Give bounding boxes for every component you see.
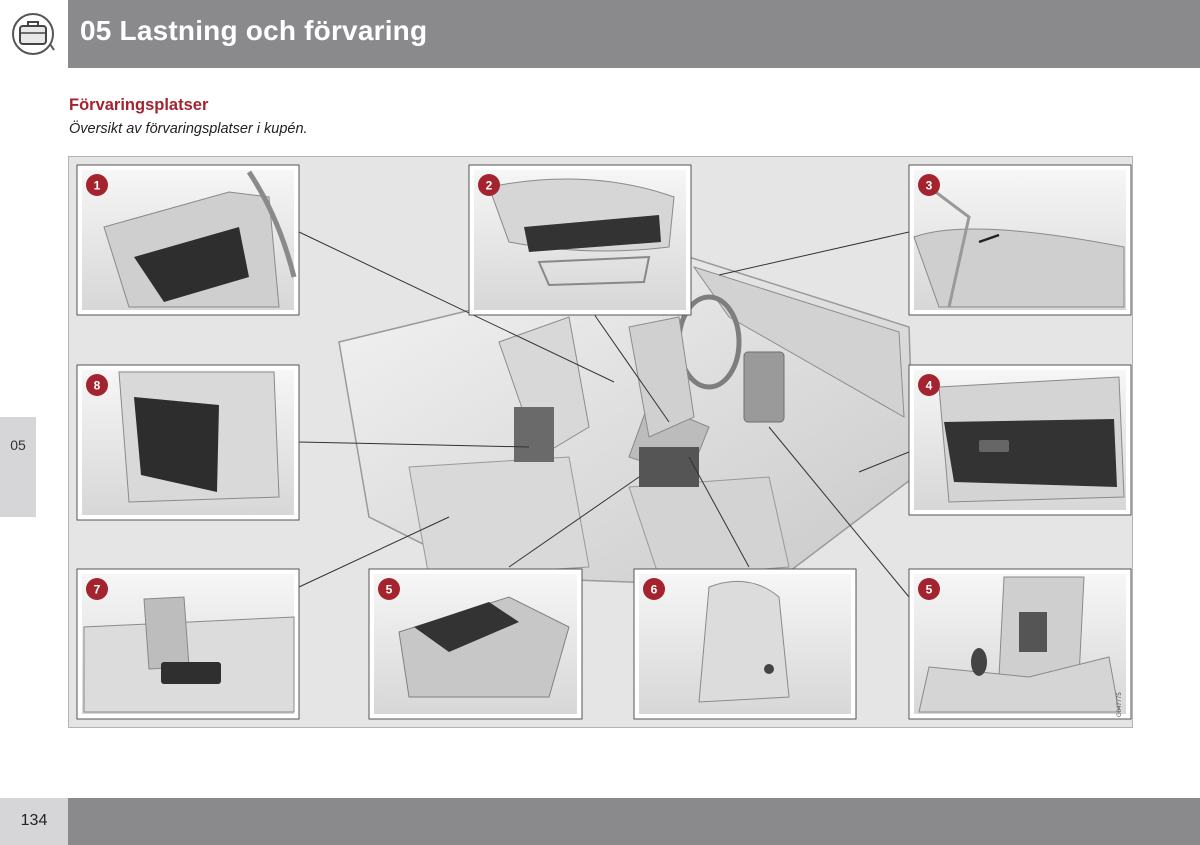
chapter-header: 05 Lastning och förvaring (0, 0, 1200, 68)
callout-badge-7 (86, 578, 108, 600)
panel-5-tunnel-console: 5 (368, 568, 583, 720)
page-number-box: 134 (0, 798, 68, 845)
panel-1-door-pocket: 1 (76, 164, 300, 316)
interior-illustration: 1 2 3 8 (76, 164, 1132, 720)
chapter-side-tab: 05 (0, 417, 36, 517)
callout-badge-5b (918, 578, 940, 600)
callout-badge-6 (643, 578, 665, 600)
suitcase-icon (12, 13, 55, 55)
callout-label-3: 3 (926, 179, 933, 193)
panel-4-glovebox: 4 (908, 364, 1132, 516)
callout-badge-2 (478, 174, 500, 196)
callout-badge-4 (918, 374, 940, 396)
panel-8-seat-back-pocket: 8 (76, 364, 300, 521)
chapter-icon-box (0, 0, 68, 68)
callout-label-1: 1 (94, 179, 101, 193)
section-subtitle: Översikt av förvaringsplatser i kupén. (69, 121, 308, 137)
callout-badge-8 (86, 374, 108, 396)
callout-label-4: 4 (926, 379, 933, 393)
callout-label-5b: 5 (926, 583, 933, 597)
page-number: 134 (20, 812, 48, 829)
callout-label-7: 7 (94, 583, 101, 597)
callout-label-5a: 5 (386, 583, 393, 597)
page-footer (0, 798, 1200, 845)
panel-6-headrest: 6 (633, 568, 857, 720)
callout-badge-5a (378, 578, 400, 600)
side-tab-label: 05 (10, 437, 26, 453)
panel-7-rear-armrest: 7 (76, 568, 300, 720)
callout-badge-3 (918, 174, 940, 196)
leader-lines (298, 231, 910, 598)
panel-2-seat-front-pocket: 2 (468, 164, 692, 316)
callout-badge-1 (86, 174, 108, 196)
callout-label-8: 8 (94, 379, 101, 393)
section-title: Förvaringsplatser (69, 96, 209, 114)
car-interior-drawing (338, 256, 915, 588)
chapter-title: 05 Lastning och förvaring (80, 15, 428, 46)
panel-5-centre-console: 5 G047775 (908, 568, 1132, 720)
panel-3-dashboard-holder: 3 (908, 164, 1132, 316)
image-code: G047775 (1117, 692, 1123, 717)
storage-overview-figure: 1 2 3 8 (68, 156, 1133, 728)
callout-label-2: 2 (486, 179, 493, 193)
callout-label-6: 6 (651, 583, 658, 597)
